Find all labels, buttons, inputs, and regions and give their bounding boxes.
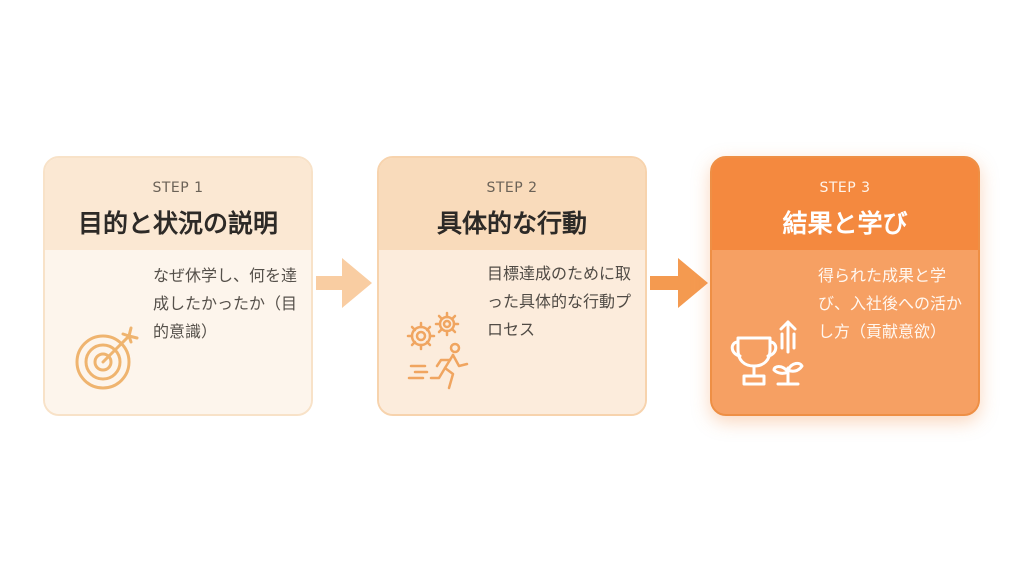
step-label: STEP 2 xyxy=(486,180,538,196)
flow-arrow-1 xyxy=(316,252,374,318)
step-card-header: STEP 1 目的と状況の説明 xyxy=(45,158,311,250)
trophy-sprout-icon xyxy=(728,312,812,400)
step-card-body: 得られた成果と学び、入社後への活かし方（貢献意欲） xyxy=(712,250,978,414)
step-label: STEP 3 xyxy=(819,180,871,196)
step-title: 具体的な行動 xyxy=(436,209,587,238)
step-card-3: STEP 3 結果と学び 得られた成果と学び、入社後へ xyxy=(710,156,980,416)
step-card-1: STEP 1 目的と状況の説明 なぜ休学し、何を達成したかったか（目的意識） xyxy=(43,156,313,416)
flow-arrow-2 xyxy=(650,252,710,318)
step-description: 得られた成果と学び、入社後への活かし方（貢献意欲） xyxy=(818,266,963,341)
step-card-body: なぜ休学し、何を達成したかったか（目的意識） xyxy=(45,250,311,414)
gears-runner-icon xyxy=(401,308,481,402)
target-icon xyxy=(71,320,147,400)
step-card-body: 目標達成のために取った具体的な行動プロセス xyxy=(379,250,645,414)
step-card-header: STEP 2 具体的な行動 xyxy=(379,158,645,250)
step-description: 目標達成のために取った具体的な行動プロセス xyxy=(487,264,632,339)
step-card-2: STEP 2 具体的な行動 目標達成 xyxy=(377,156,647,416)
step-description: なぜ休学し、何を達成したかったか（目的意識） xyxy=(153,266,298,341)
step-title: 目的と状況の説明 xyxy=(77,209,278,238)
step-card-header: STEP 3 結果と学び xyxy=(712,158,978,250)
step-label: STEP 1 xyxy=(152,180,204,196)
step-title: 結果と学び xyxy=(782,209,908,238)
